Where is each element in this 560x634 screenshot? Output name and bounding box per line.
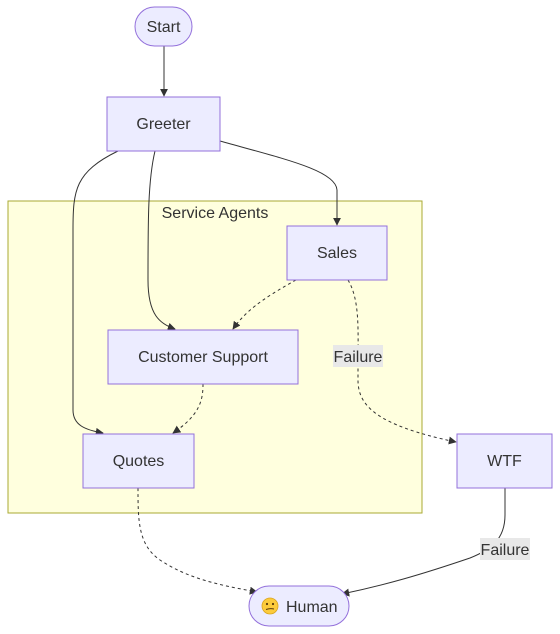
edge-label-failure: Failure	[334, 349, 383, 366]
node-start[interactable]: Start	[134, 6, 193, 47]
edges	[72, 46, 506, 597]
edge-label-wtf-human: Failure	[480, 538, 530, 560]
node-sales[interactable]: Sales	[286, 225, 388, 281]
neutral-face-icon	[261, 597, 279, 615]
node-label: WTF	[487, 453, 522, 470]
edge-label-failure: Failure	[481, 542, 530, 559]
edge-greeter-quotes	[72, 150, 119, 436]
edge-greeter-sales	[219, 140, 341, 226]
edge-sales-wtf	[347, 279, 457, 445]
edge-customer-support-quotes	[172, 383, 204, 434]
node-label: Quotes	[113, 453, 165, 470]
edge-wtf-human	[341, 488, 506, 597]
node-wtf[interactable]: WTF	[456, 433, 553, 489]
node-quotes[interactable]: Quotes	[82, 433, 195, 489]
node-label: Start	[147, 19, 181, 36]
node-label: Greeter	[136, 116, 191, 133]
edge-sales-customer-support	[232, 279, 297, 330]
node-human[interactable]: Human	[248, 585, 350, 627]
node-customer-support[interactable]: Customer Support	[107, 329, 299, 385]
cluster-label: Service Agents	[162, 205, 269, 222]
node-label: Sales	[317, 245, 357, 262]
edge-quotes-human	[137, 487, 258, 595]
node-greeter[interactable]: Greeter	[106, 96, 221, 152]
node-label: Customer Support	[138, 349, 268, 366]
node-label: Human	[286, 599, 338, 616]
edge-greeter-customer-support	[147, 150, 176, 331]
edge-label-sales-wtf: Failure	[333, 345, 383, 367]
